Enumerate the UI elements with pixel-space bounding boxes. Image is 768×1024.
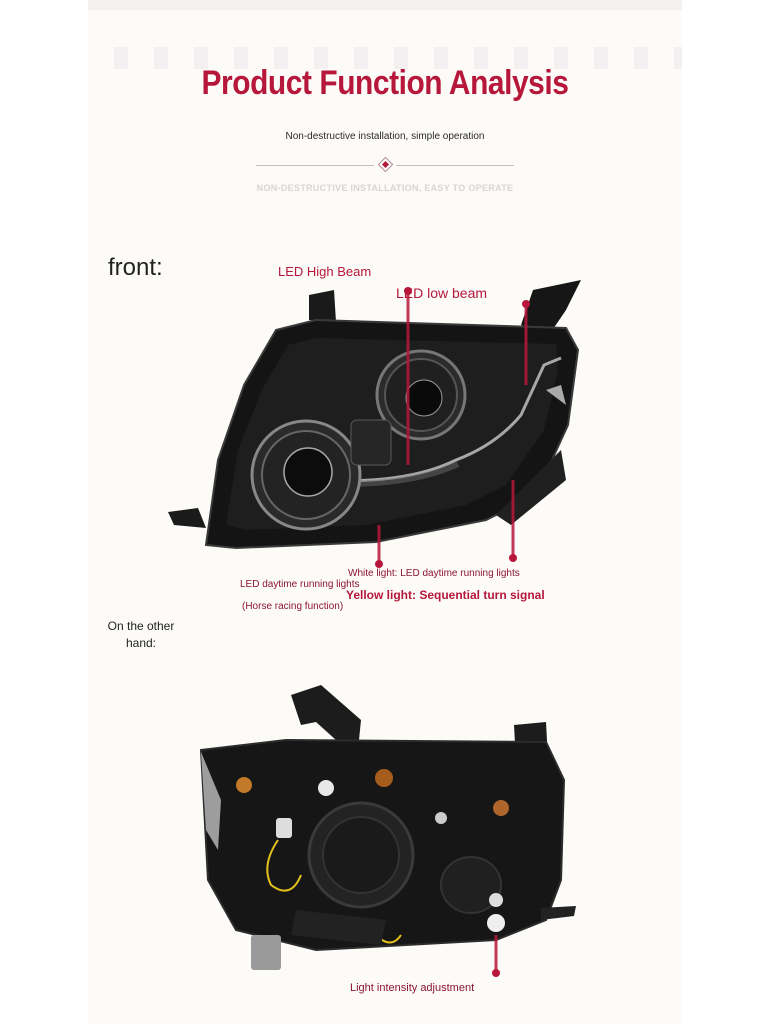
callout-high-beam: LED High Beam xyxy=(278,264,372,279)
callout-drl-note: (Horse racing function) xyxy=(242,601,344,612)
top-strip xyxy=(88,0,682,10)
callout-yellow-light: Yellow light: Sequential turn signal xyxy=(346,588,545,602)
diamond-icon xyxy=(377,156,394,173)
headlight-front-photo xyxy=(168,280,581,568)
decorative-ghost-text xyxy=(88,47,682,69)
product-page: Product Function Analysis Non-destructiv… xyxy=(88,0,682,1024)
callout-drl: LED daytime running lights xyxy=(240,579,360,590)
page-subtitle-english: NON-DESTRUCTIVE INSTALLATION, EASY TO OP… xyxy=(256,183,514,193)
callout-white-light: White light: LED daytime running lights xyxy=(348,568,520,579)
page-title: Product Function Analysis xyxy=(201,64,569,102)
callout-low-beam: LED low beam xyxy=(396,285,488,301)
back-section-label: On the other hand: xyxy=(107,619,175,650)
headlight-back-photo xyxy=(199,685,576,977)
divider-right xyxy=(396,165,514,166)
page-subtitle: Non-destructive installation, simple ope… xyxy=(285,131,485,142)
callout-intensity: Light intensity adjustment xyxy=(350,982,475,994)
divider-left xyxy=(256,165,374,166)
front-section-label: front: xyxy=(108,254,163,281)
